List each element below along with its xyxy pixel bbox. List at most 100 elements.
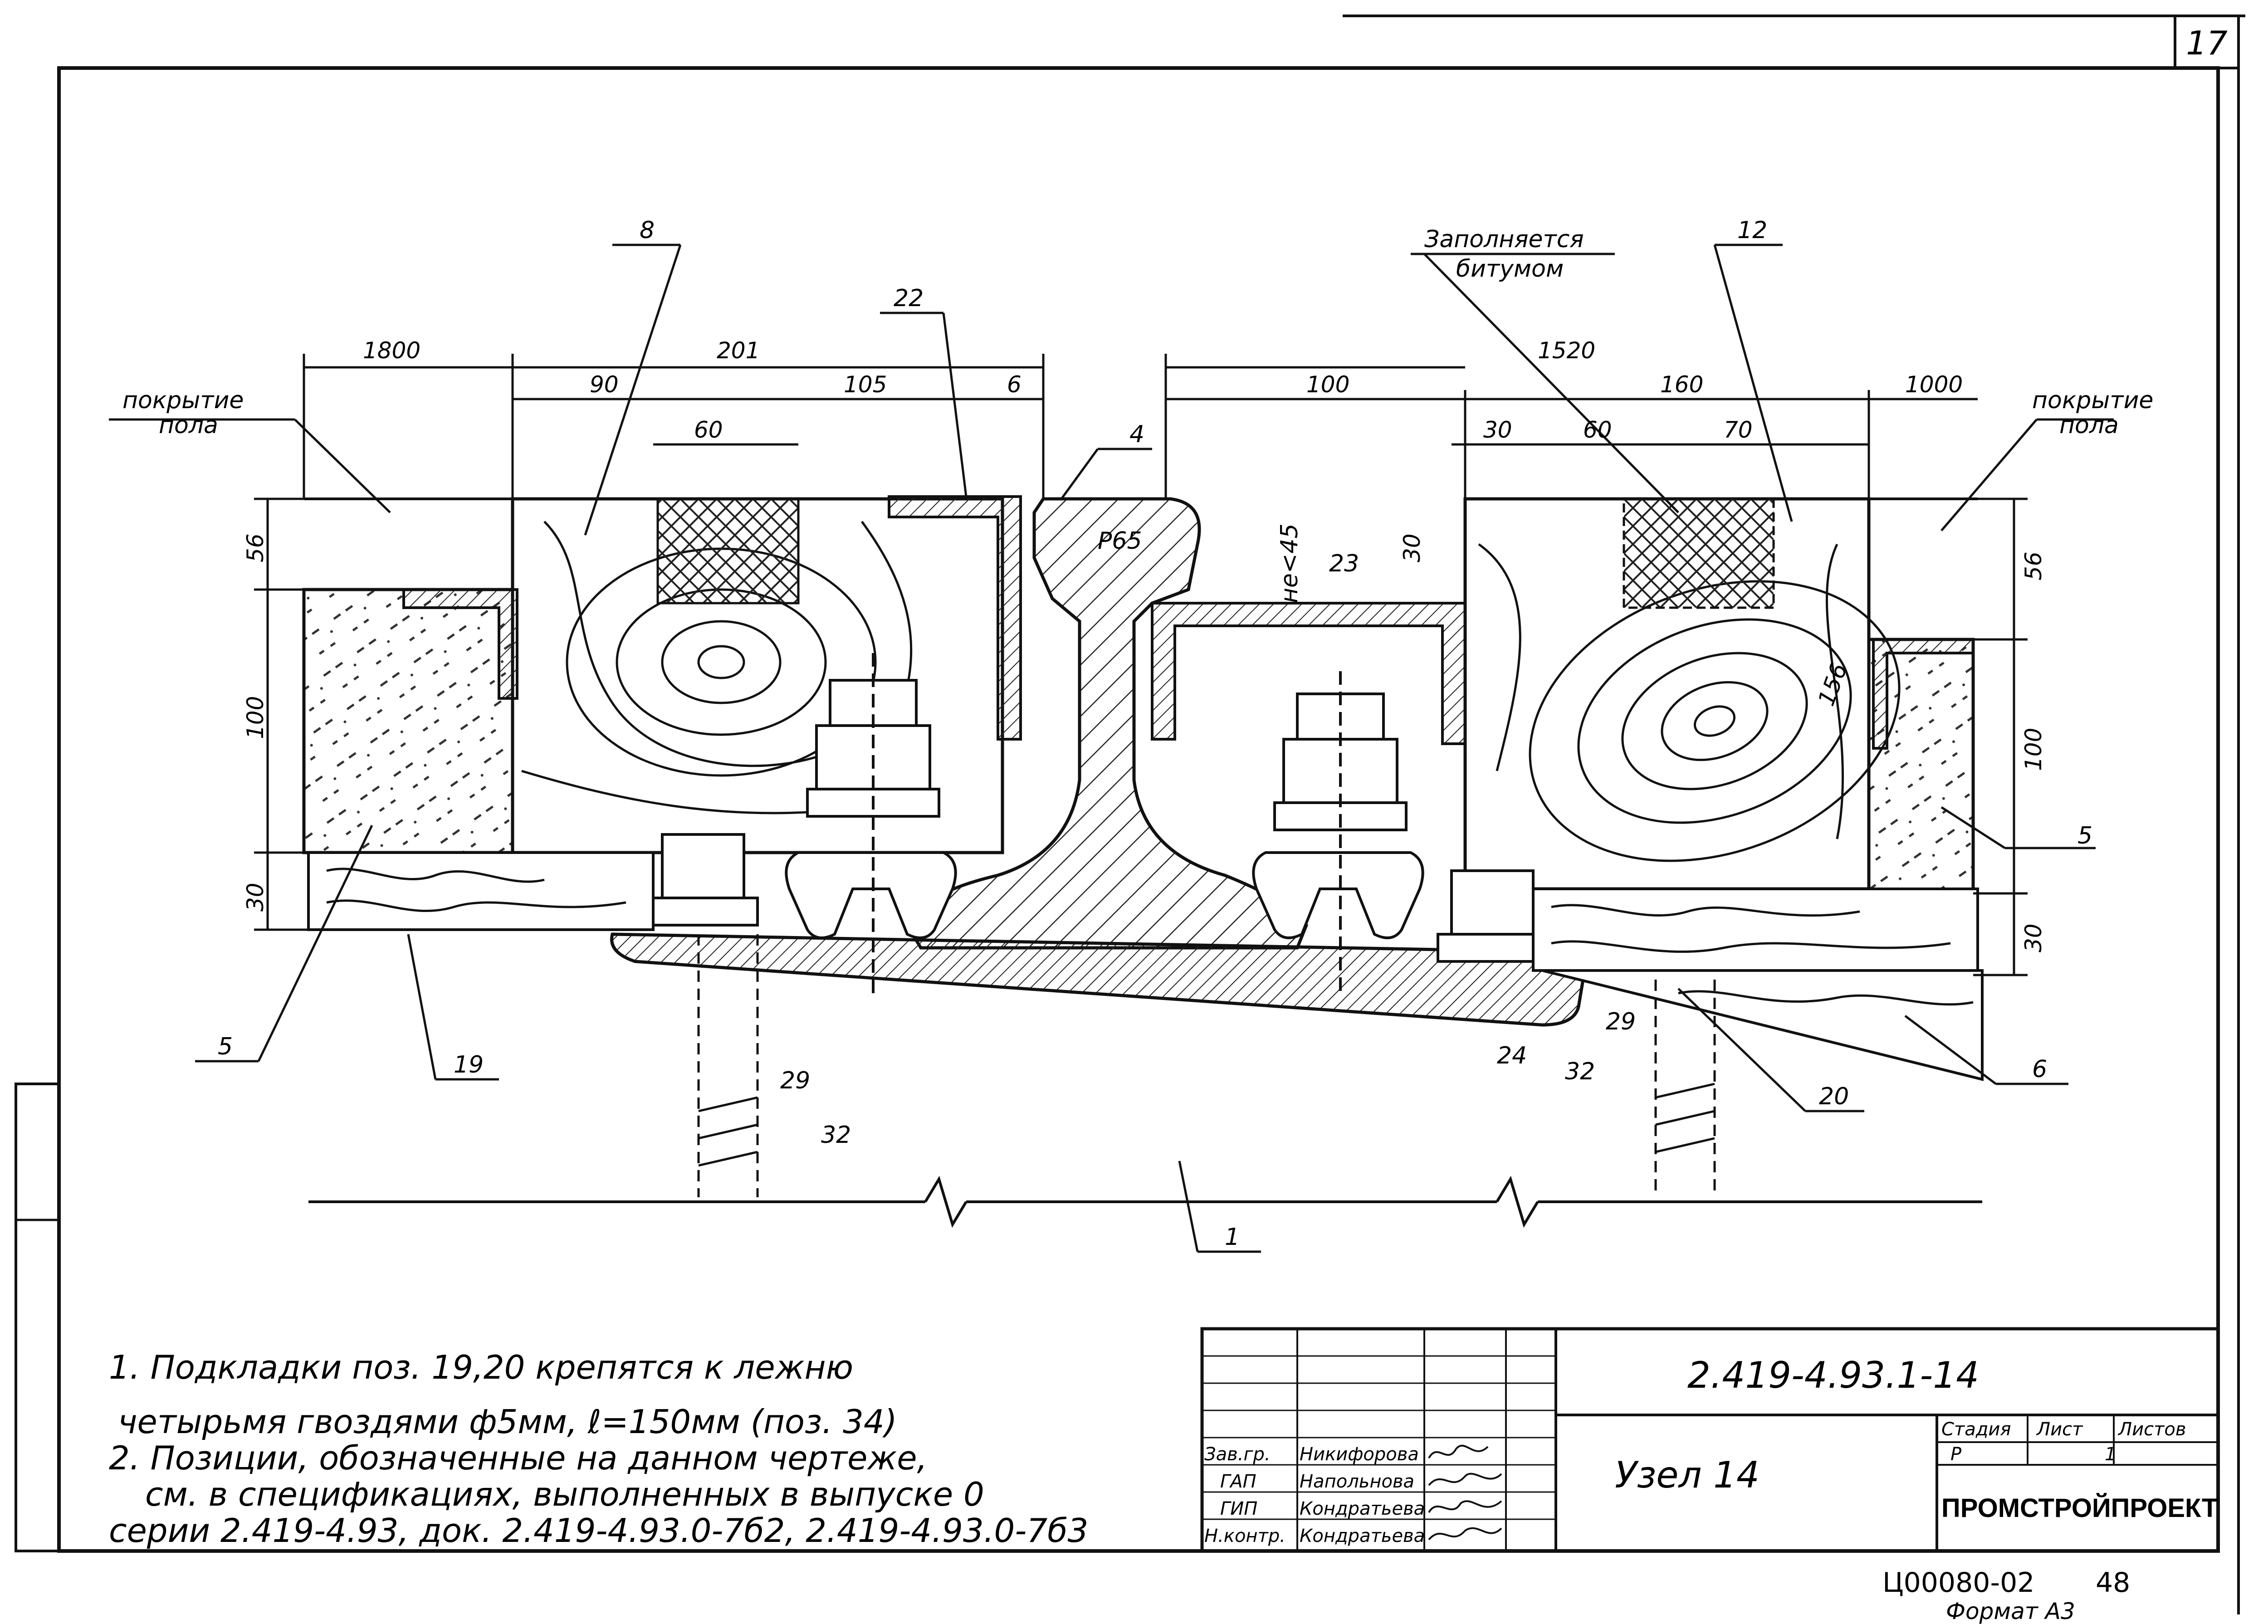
base-plate-24: [610, 932, 1590, 1027]
dim-56-right: 56: [2020, 551, 2047, 580]
stage-header: Стадия: [1941, 1419, 2011, 1440]
note-line-2: четырьмя гвоздями ф5мм, ℓ=150мм (поз. 34…: [118, 1403, 897, 1441]
label-floor-cover-right-1: покрытие: [2032, 387, 2153, 414]
dim-100-right: 100: [2020, 728, 2047, 771]
dim-100-left: 100: [242, 696, 269, 739]
sheet-frame: [15, 15, 2245, 1614]
label-pos-8: 8: [640, 217, 655, 244]
dim-30-right: 30: [2020, 923, 2047, 952]
signatory-role-3: ГИП: [1220, 1498, 1257, 1519]
bolt-base-left: [647, 833, 759, 927]
dim-90: 90: [590, 371, 619, 398]
signatory-name-3: Кондратьева: [1300, 1498, 1425, 1519]
label-pos-23: 23: [1329, 550, 1359, 577]
sheet-header: Лист: [2036, 1419, 2083, 1440]
clamp-left: [785, 851, 957, 939]
dim-1520: 1520: [1538, 337, 1595, 364]
label-pos-5-right: 5: [2077, 822, 2092, 849]
nails-left: [697, 934, 759, 1197]
timber-pad-20: [1532, 888, 1979, 972]
bitumen-patch-left: [656, 497, 800, 605]
wood-grain-left: [521, 521, 913, 814]
wood-grain-pad-20: [1551, 904, 1951, 953]
note-line-4: см. в спецификациях, выполненных в выпус…: [145, 1475, 984, 1513]
label-pos-24: 24: [1497, 1042, 1527, 1069]
steel-angle-22: [888, 495, 1022, 741]
dim-6: 6: [1007, 371, 1022, 398]
leader-lines: [109, 244, 2114, 1253]
steel-channel-23: [1151, 602, 1466, 745]
label-pos-32-left: 32: [821, 1122, 851, 1149]
label-pos-1: 1: [1225, 1224, 1240, 1251]
label-pos-5-left: 5: [218, 1033, 233, 1060]
dim-30-top: 30: [1483, 417, 1512, 443]
dim-1800: 1800: [363, 337, 420, 364]
signatory-role-4: Н.контр.: [1204, 1526, 1286, 1546]
dim-160: 160: [1660, 371, 1703, 398]
label-floor-cover-left-2: пола: [159, 412, 218, 439]
label-pos-12: 12: [1737, 217, 1767, 244]
bitumen-patch-right: [1623, 497, 1775, 609]
label-bitumen-2: битумом: [1456, 255, 1564, 283]
sheet-value: 1: [2105, 1444, 2116, 1465]
dim-105: 105: [844, 371, 887, 398]
label-pos-29-left: 29: [780, 1067, 810, 1094]
steel-angle-left: [402, 588, 518, 700]
label-pos-22: 22: [894, 285, 924, 312]
organization-name: ПРОМСТРОЙПРОЕКТ: [1941, 1493, 2218, 1523]
label-pos-19: 19: [454, 1051, 484, 1078]
label-floor-cover-left-1: покрытие: [122, 387, 244, 414]
break-line: [308, 1175, 1982, 1228]
bolt-right: [1273, 671, 1408, 998]
bolt-base-right: [1437, 869, 1548, 963]
notes: 1. Подкладки поз. 19,20 крепятся к лежню…: [109, 1348, 1088, 1550]
dim-100-top: 100: [1306, 371, 1349, 398]
dim-56-left: 56: [242, 533, 269, 562]
format-label: Формат А3: [1946, 1598, 2075, 1624]
label-pos-20: 20: [1819, 1083, 1849, 1110]
note-line-1: 1. Подкладки поз. 19,20 крепятся к лежню: [109, 1348, 853, 1386]
timber-pad-19: [307, 851, 655, 931]
concrete-floor-left: [302, 588, 514, 854]
wood-grain-pad-19: [326, 868, 626, 912]
dim-60-right: 60: [1583, 417, 1612, 443]
floor-cover-lines: [304, 497, 1978, 591]
dim-30-left: 30: [242, 883, 269, 912]
label-not-more: не<45: [1276, 523, 1303, 603]
label-pos-4: 4: [1129, 421, 1144, 448]
signatory-name-2: Напольнова: [1300, 1471, 1414, 1492]
signatures: [1428, 1444, 1502, 1541]
signatory-name-1: Никифорова: [1300, 1444, 1419, 1465]
drawing-title: Узел 14: [1615, 1454, 1760, 1496]
signatory-role-2: ГАП: [1220, 1471, 1256, 1492]
note-line-3: 2. Позиции, обозначенные на данном черте…: [109, 1439, 927, 1477]
dim-60-left: 60: [694, 417, 723, 443]
label-pos-29-right: 29: [1606, 1008, 1636, 1035]
label-pos-6: 6: [2032, 1056, 2047, 1083]
dim-1000: 1000: [1905, 371, 1963, 398]
label-floor-cover-right-2: пола: [2059, 412, 2119, 439]
bolt-left: [806, 653, 940, 998]
dim-70: 70: [1724, 417, 1753, 443]
wood-grain-sleeper: [1678, 990, 1974, 1006]
stage-value: Р: [1950, 1444, 1962, 1465]
signatory-name-4: Кондратьева: [1300, 1526, 1425, 1546]
sleeper-6: [1542, 969, 1984, 1081]
sheets-header: Листов: [2117, 1419, 2186, 1440]
page-number: 17: [2186, 24, 2228, 62]
archive-number: Ц00080-02: [1882, 1567, 2034, 1599]
label-bitumen-1: Заполняется: [1424, 226, 1584, 253]
label-pos-32-right: 32: [1565, 1058, 1595, 1085]
archive-page: 48: [2096, 1567, 2130, 1599]
drawing-code: 2.419-4.93.1-14: [1687, 1354, 1979, 1396]
cross-section: покрытие пола покрытие пола Заполняется …: [109, 217, 2153, 1253]
nails-right: [1654, 980, 1716, 1197]
dim-30-mid: 30: [1399, 533, 1425, 562]
title-block: [1200, 1327, 2220, 1553]
note-line-5: серии 2.419-4.93, док. 2.419-4.93.0-7б2,…: [109, 1512, 1088, 1550]
signatory-role-1: Зав.гр.: [1204, 1444, 1271, 1465]
label-rail-type: Р65: [1098, 527, 1142, 555]
clamp-right: [1252, 851, 1424, 939]
dim-201: 201: [717, 337, 760, 364]
